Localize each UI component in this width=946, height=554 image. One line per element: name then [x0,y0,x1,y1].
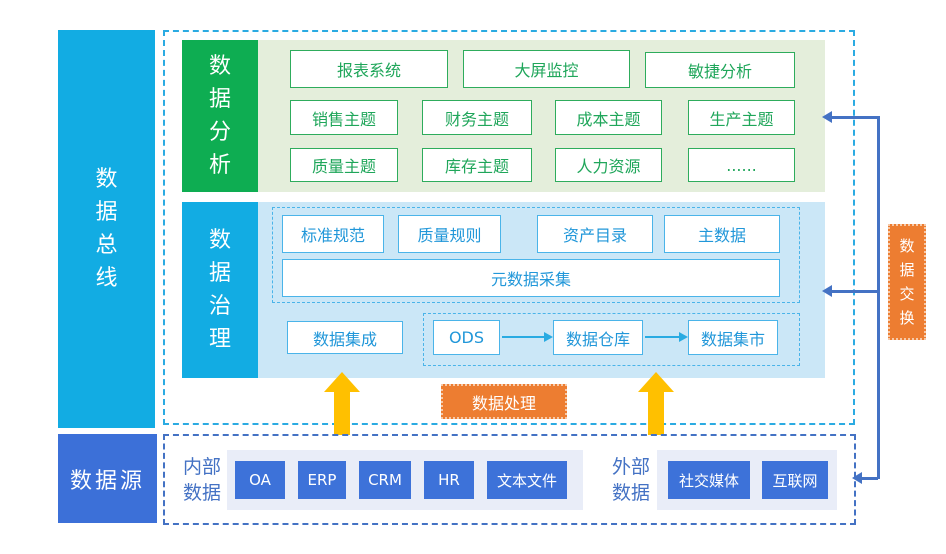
governance-standards-container [272,207,800,303]
left-arrow-icon-governance [822,285,832,297]
warehouse-to-mart-arrow-line [645,336,681,338]
box-data-warehouse: 数据仓库 [553,320,643,355]
ods-to-warehouse-arrow-icon [544,332,553,342]
box-inventory-topic: 库存主题 [422,148,532,182]
exchange-to-governance-line [831,290,878,293]
box-data-mart: 数据集市 [688,320,778,355]
box-cost-topic: 成本主题 [555,100,662,135]
left-arrow-icon-analysis [822,111,832,123]
box-more-topics: ...... [688,148,795,182]
warehouse-to-mart-arrow-icon [679,332,688,342]
box-master-data: 主数据 [664,215,780,253]
box-report-system: 报表系统 [290,50,448,88]
box-agile-analysis: 敏捷分析 [645,52,795,88]
box-quality-rules: 质量规则 [398,215,501,253]
box-hr-topic: 人力资源 [555,148,662,182]
governance-label-block: 数据治理 [182,202,258,378]
box-quality-topic: 质量主题 [290,148,398,182]
exchange-to-source-line [861,477,878,480]
data-bus-bar: 数据总线 [58,30,155,428]
processing-chip: 数据处理 [441,384,567,419]
box-finance-topic: 财务主题 [422,100,532,135]
box-data-integration: 数据集成 [287,321,403,354]
governance-label: 数据治理 [208,228,231,352]
up-arrow-icon-left [324,372,360,435]
box-sales-topic: 销售主题 [290,100,398,135]
data-source-label-block: 数据源 [58,434,157,523]
box-standards: 标准规范 [282,215,384,253]
up-arrow-icon-right [638,372,674,435]
source-item-erp: ERP [298,461,346,499]
platform-dashed-container [163,30,855,425]
box-metadata-collection: 元数据采集 [282,259,780,297]
left-arrow-icon-source [852,472,862,484]
source-item-oa: OA [235,461,285,499]
exchange-connector-vertical-line [877,116,880,479]
box-ods: ODS [433,320,500,355]
exchange-to-analysis-line [831,116,878,119]
source-item-hr: HR [424,461,474,499]
warehouse-pipeline-container [423,313,800,366]
internal-data-label: 内部数据 [182,456,221,504]
external-data-label: 外部数据 [611,456,650,504]
external-source-panel: 社交媒体 互联网 [657,450,837,510]
exchange-label: 数据交换 [899,237,915,327]
box-dashboard-monitor: 大屏监控 [463,50,630,88]
box-production-topic: 生产主题 [688,100,795,135]
source-item-internet: 互联网 [762,461,828,499]
source-dashed-container [163,434,856,525]
data-bus-label: 数据总线 [95,167,118,291]
source-item-crm: CRM [359,461,411,499]
ods-to-warehouse-arrow-line [502,336,546,338]
analysis-label-block: 数据分析 [182,40,258,192]
source-item-social-media: 社交媒体 [668,461,750,499]
source-item-text-file: 文本文件 [487,461,567,499]
internal-source-panel: OA ERP CRM HR 文本文件 [227,450,583,510]
box-asset-catalog: 资产目录 [537,215,653,253]
exchange-chip: 数据交换 [888,224,926,340]
analysis-label: 数据分析 [208,54,231,178]
